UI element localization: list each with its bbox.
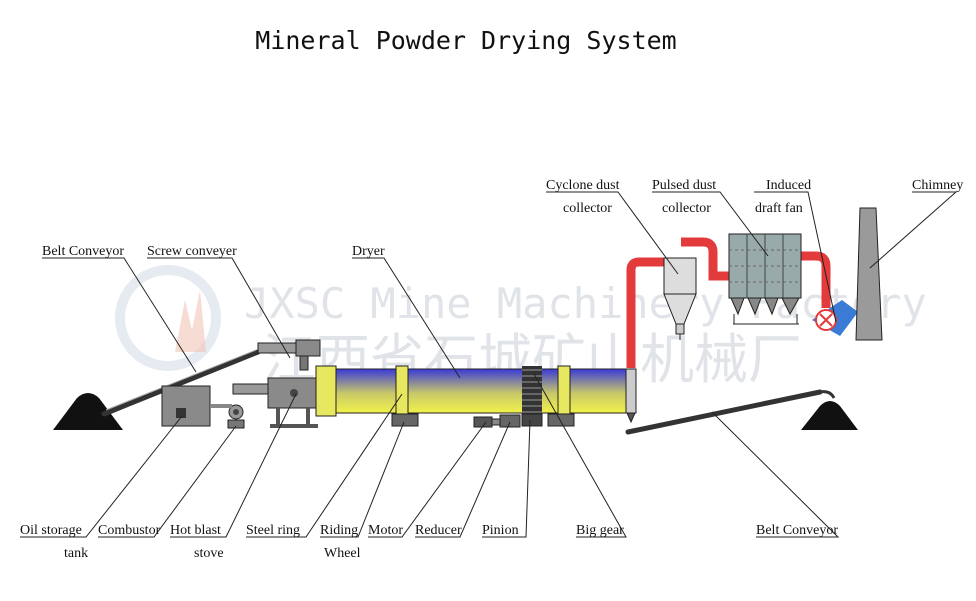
feed-material-pile xyxy=(53,393,123,430)
big-gear xyxy=(522,366,542,416)
label-steel-ring: Steel ring xyxy=(246,523,300,538)
label-combustor: Combustor xyxy=(98,523,161,538)
screw-conveyer xyxy=(257,339,321,371)
label-pulsed-line2: collector xyxy=(662,201,711,216)
combustor xyxy=(210,404,245,429)
label-screw-conveyer: Screw conveyer xyxy=(147,244,237,259)
label-belt-conveyor-right: Belt Conveyor xyxy=(756,523,838,538)
label-belt-conveyor-left: Belt Conveyor xyxy=(42,244,124,259)
label-chimney: Chimney xyxy=(912,178,963,193)
label-reducer: Reducer xyxy=(415,523,462,538)
chimney xyxy=(855,207,883,341)
reducer xyxy=(499,414,521,428)
cyclone-dust-collector xyxy=(663,257,697,340)
label-induced-line2: draft fan xyxy=(755,201,803,216)
pinion xyxy=(521,413,543,427)
belt-conveyor-left xyxy=(101,349,261,417)
watermark-logo-flame xyxy=(175,290,206,352)
belt-conveyor-right xyxy=(625,389,836,435)
label-riding-line1: Riding xyxy=(320,523,358,538)
label-oil-line2: tank xyxy=(64,546,88,561)
label-induced-line1: Induced xyxy=(766,178,811,193)
product-pile xyxy=(801,401,858,430)
rotary-dryer xyxy=(315,365,637,427)
riding-wheel-1 xyxy=(391,413,419,427)
oil-storage-tank xyxy=(161,385,211,427)
label-pulsed-line1: Pulsed dust xyxy=(652,178,716,193)
leader-lines xyxy=(20,191,958,538)
label-motor: Motor xyxy=(368,523,403,538)
page-title: Mineral Powder Drying System xyxy=(255,26,677,55)
label-hotblast-line2: stove xyxy=(194,546,224,561)
pulsed-dust-collector xyxy=(728,233,802,325)
motor-shaft xyxy=(491,418,501,426)
riding-wheel-2 xyxy=(547,413,575,427)
watermark-logo-ring xyxy=(115,265,221,371)
duct-work xyxy=(626,237,831,368)
label-cyclone-line1: Cyclone dust xyxy=(546,178,620,193)
label-cyclone-line2: collector xyxy=(563,201,612,216)
label-hotblast-line1: Hot blast xyxy=(170,523,221,538)
label-big-gear: Big gear xyxy=(576,523,624,538)
label-oil-line1: Oil storage xyxy=(20,523,82,538)
steel-ring-1 xyxy=(395,365,409,417)
label-pinion: Pinion xyxy=(482,523,519,538)
label-dryer: Dryer xyxy=(352,244,385,259)
hot-blast-stove xyxy=(232,377,319,428)
label-riding-line2: Wheel xyxy=(324,546,361,561)
labels: Belt Conveyor Screw conveyer Dryer Cyclo… xyxy=(20,178,963,561)
oil-tank-valve xyxy=(176,408,186,418)
steel-ring-2 xyxy=(557,365,571,417)
